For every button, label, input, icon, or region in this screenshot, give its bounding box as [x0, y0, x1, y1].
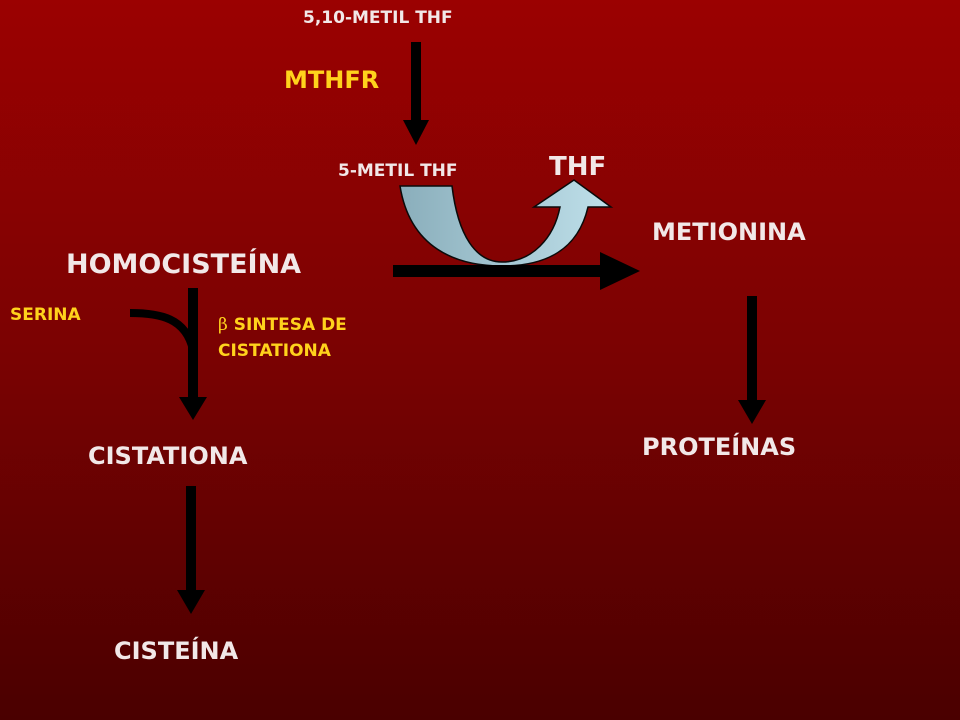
enzyme-line-1: SINTESA DE: [233, 315, 347, 335]
enzyme-line-2: CISTATIONA: [218, 341, 331, 361]
arrow-cistationa-to-cisteina: [177, 486, 205, 614]
node-proteinas: PROTEÍNAS: [642, 433, 797, 461]
serina-join-curve: [129, 309, 197, 352]
node-homocisteina: HOMOCISTEÍNA: [66, 249, 302, 280]
arrow-metionina-to-proteinas: [738, 296, 766, 424]
enzyme-mthfr: MTHFR: [284, 66, 380, 94]
node-metionina: METIONINA: [652, 218, 806, 246]
arrow-mthfr-down: [403, 42, 429, 145]
beta-symbol: β: [218, 315, 228, 335]
enzyme-cistationa-sintesa: β SINTESA DE CISTATIONA: [218, 312, 418, 364]
node-thf: THF: [549, 152, 607, 182]
curved-arrow-methyl-to-thf: [399, 179, 614, 267]
arrow-homocisteina-to-cistationa: [179, 288, 207, 420]
node-cisteina: CISTEÍNA: [114, 637, 239, 665]
node-serina: SERINA: [10, 305, 81, 325]
arrow-homocisteina-to-metionina: [393, 252, 640, 290]
node-cistationa: CISTATIONA: [88, 442, 248, 470]
node-methyl-thf: 5-METIL THF: [338, 161, 458, 181]
node-methylene-thf: 5,10-METIL THF: [303, 8, 453, 28]
